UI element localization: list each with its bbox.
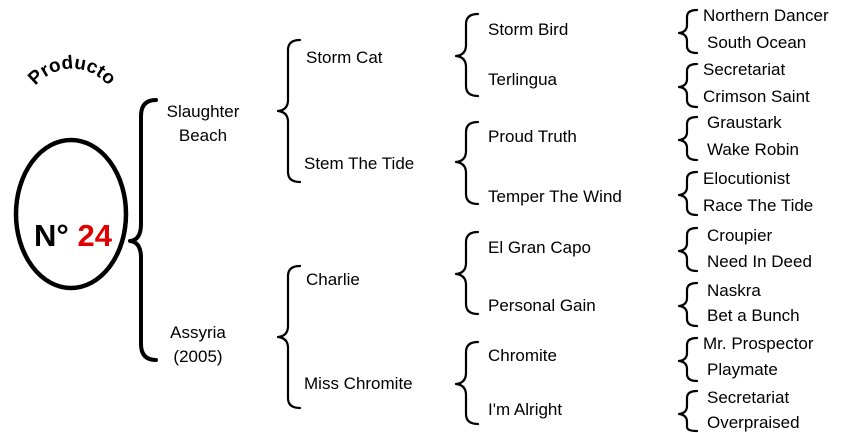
sire-dam-name: Stem The Tide — [304, 154, 415, 173]
mr-prospector: Mr. Prospector — [703, 334, 814, 353]
naskra: Naskra — [707, 281, 761, 300]
brace-proud-truth — [677, 115, 699, 162]
south-ocean: South Ocean — [707, 33, 807, 52]
northern-dancer: Northern Dancer — [703, 6, 829, 25]
croupier: Croupier — [707, 226, 773, 245]
brace-charlie — [454, 230, 480, 316]
chromite: Chromite — [488, 346, 557, 365]
crimson-saint: Crimson Saint — [703, 87, 810, 106]
brace-level1 — [128, 98, 158, 362]
badge-ellipse — [13, 137, 129, 291]
playmate: Playmate — [707, 360, 778, 379]
elocutionist: Elocutionist — [703, 169, 790, 188]
brace-temper-the-wind — [677, 170, 699, 217]
dam-line-name: Assyria — [170, 323, 226, 342]
brace-storm-bird — [677, 8, 699, 55]
wake-robin: Wake Robin — [707, 140, 799, 159]
brace-slaughter-beach — [276, 38, 302, 184]
brace-terlingua — [677, 62, 699, 109]
brace-el-gran-capo — [677, 226, 699, 273]
brace-chromite — [677, 336, 699, 383]
need-in-deed: Need In Deed — [707, 252, 812, 271]
storm-bird: Storm Bird — [488, 20, 569, 39]
temper-the-wind: Temper The Wind — [488, 187, 622, 206]
brace-storm-cat — [454, 12, 480, 98]
brace-im-alright — [677, 389, 699, 433]
terlingua: Terlingua — [488, 70, 557, 89]
brace-assyria — [276, 264, 302, 410]
im-alright: I'm Alright — [488, 400, 563, 419]
brace-miss-chromite — [454, 340, 480, 426]
proud-truth: Proud Truth — [488, 127, 577, 146]
dam-dam-name: Miss Chromite — [304, 374, 413, 393]
horse-name: Slaughter Beach — [166, 102, 240, 145]
brace-personal-gain — [677, 281, 699, 328]
brace-stem-the-tide — [454, 120, 480, 206]
badge-word: Producto — [24, 52, 119, 89]
dam-sire-name: Charlie — [306, 270, 360, 289]
el-gran-capo: El Gran Capo — [488, 238, 591, 257]
secretariat-1: Secretariat — [703, 60, 786, 79]
sire-name: Storm Cat — [306, 48, 383, 67]
personal-gain: Personal Gain — [488, 296, 596, 315]
bet-a-bunch: Bet a Bunch — [707, 306, 800, 325]
dam-line-year: (2005) — [173, 347, 223, 366]
overpraised: Overpraised — [707, 413, 800, 432]
secretariat-2: Secretariat — [707, 388, 790, 407]
badge-number: N° 24 — [34, 218, 112, 253]
graustark: Graustark — [707, 113, 782, 132]
race-the-tide: Race The Tide — [703, 196, 814, 215]
